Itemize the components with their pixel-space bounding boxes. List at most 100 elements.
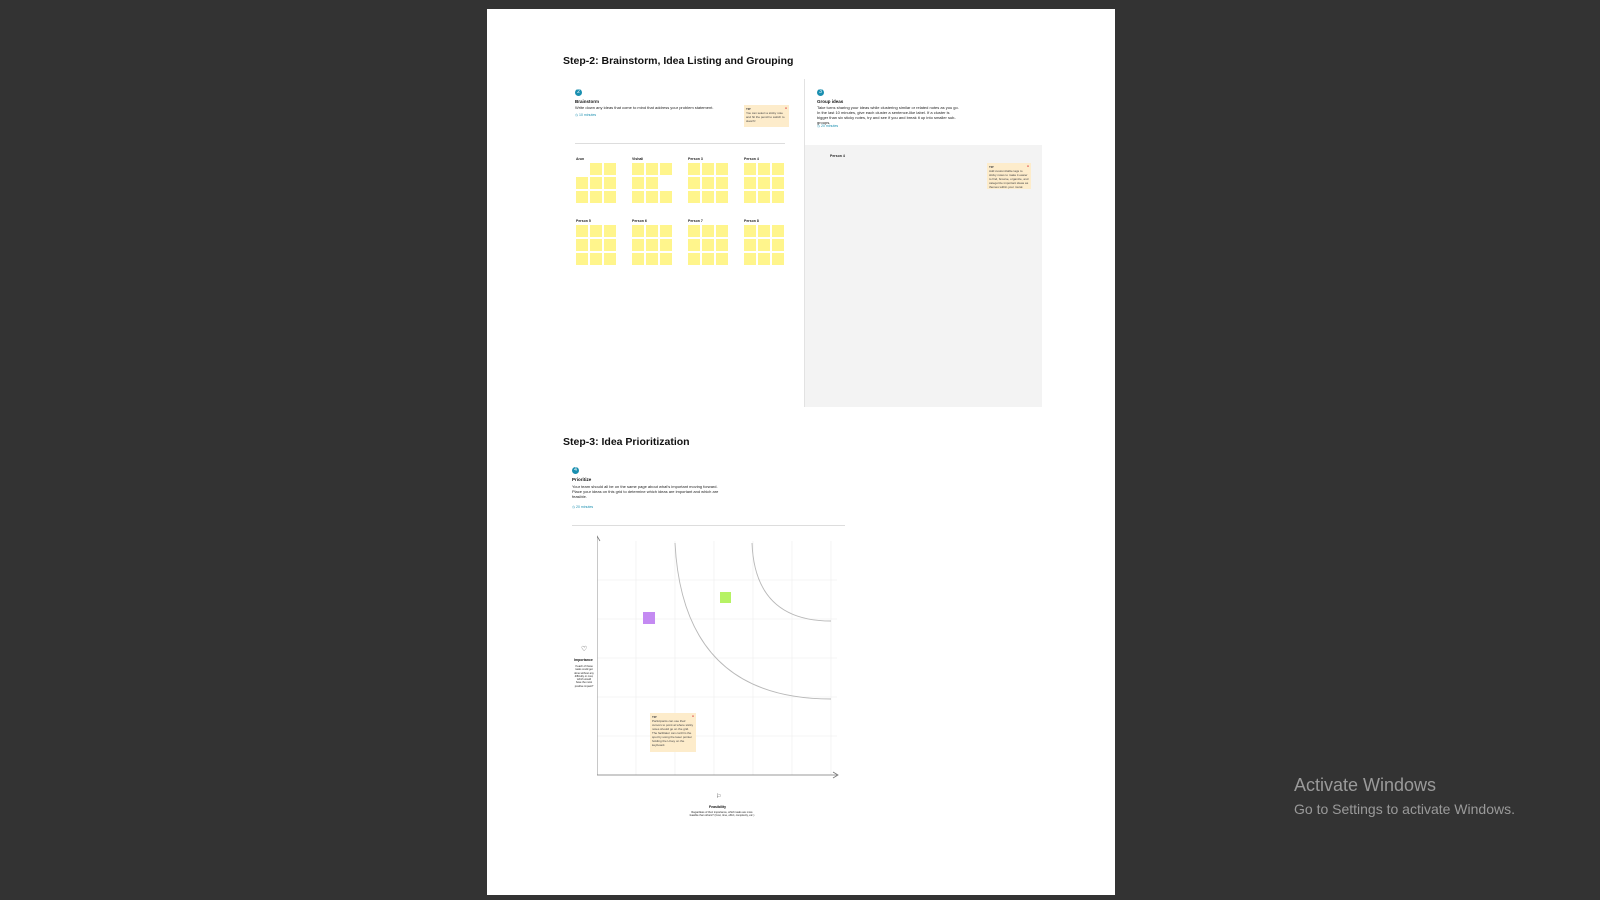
sticky-note[interactable] — [646, 239, 658, 251]
sticky-note[interactable] — [590, 191, 602, 203]
sticky-note[interactable] — [702, 177, 714, 189]
sticky-note[interactable] — [772, 225, 784, 237]
sticky-grid-person-6 — [632, 225, 672, 265]
sticky-note[interactable] — [660, 253, 672, 265]
sticky-note[interactable] — [632, 253, 644, 265]
sticky-grid-person-5 — [576, 225, 616, 265]
importance-description: If each of these tasks could get done wi… — [574, 665, 594, 688]
sticky-note[interactable] — [590, 163, 602, 175]
sticky-note[interactable] — [604, 177, 616, 189]
sticky-note[interactable] — [688, 163, 700, 175]
sticky-note[interactable] — [758, 225, 770, 237]
sticky-note[interactable] — [660, 225, 672, 237]
canvas-note-label: Person 4 — [830, 154, 845, 158]
person-label: Person 8 — [744, 219, 759, 223]
sticky-note[interactable] — [688, 253, 700, 265]
sticky-note[interactable] — [688, 191, 700, 203]
sticky-grid-person-4 — [744, 163, 784, 203]
placed-sticky-purple[interactable] — [643, 612, 655, 624]
tip-mark-icon: ● — [691, 714, 694, 718]
sticky-note[interactable] — [758, 253, 770, 265]
y-axis-arrow-icon — [597, 535, 601, 542]
sticky-note[interactable] — [772, 177, 784, 189]
sticky-note[interactable] — [716, 225, 728, 237]
sticky-grid-person-8 — [744, 225, 784, 265]
sticky-note[interactable] — [604, 239, 616, 251]
sticky-note[interactable] — [590, 239, 602, 251]
sticky-note[interactable] — [772, 239, 784, 251]
sticky-note[interactable] — [604, 253, 616, 265]
sticky-note[interactable] — [702, 239, 714, 251]
sticky-note[interactable] — [660, 191, 672, 203]
sticky-note[interactable] — [604, 191, 616, 203]
sticky-note[interactable] — [772, 163, 784, 175]
sticky-note[interactable] — [758, 191, 770, 203]
priority-curve-inner — [674, 542, 832, 700]
sticky-note[interactable] — [744, 253, 756, 265]
sticky-note[interactable] — [744, 163, 756, 175]
sticky-note[interactable] — [758, 177, 770, 189]
sticky-note[interactable] — [702, 225, 714, 237]
brainstorm-time: 10 minutes — [579, 113, 597, 117]
sticky-note[interactable] — [632, 163, 644, 175]
sticky-note[interactable] — [688, 239, 700, 251]
sticky-note[interactable] — [590, 177, 602, 189]
sticky-note[interactable] — [646, 191, 658, 203]
group-tip-note[interactable]: TIP Add customizable tags to sticky note… — [987, 163, 1031, 189]
sticky-note[interactable] — [576, 253, 588, 265]
sticky-note[interactable] — [604, 163, 616, 175]
sticky-note[interactable] — [632, 191, 644, 203]
empty-slot — [576, 163, 588, 175]
brainstorm-tip-note[interactable]: TIP You can select a sticky note and hit… — [744, 105, 789, 127]
sticky-note[interactable] — [772, 253, 784, 265]
sticky-note[interactable] — [576, 191, 588, 203]
person-label: Person 5 — [576, 219, 591, 223]
activate-windows-subtitle: Go to Settings to activate Windows. — [1294, 801, 1515, 817]
sticky-note[interactable] — [744, 177, 756, 189]
sticky-note[interactable] — [632, 177, 644, 189]
sticky-note[interactable] — [702, 191, 714, 203]
sticky-note[interactable] — [702, 163, 714, 175]
sticky-note[interactable] — [576, 225, 588, 237]
person-label: Vishali — [632, 157, 644, 161]
prioritization-grid[interactable] — [597, 529, 853, 789]
step2-heading: Step-2: Brainstorm, Idea Listing and Gro… — [563, 55, 794, 67]
sticky-note[interactable] — [590, 225, 602, 237]
sticky-note[interactable] — [646, 177, 658, 189]
sticky-note[interactable] — [660, 163, 672, 175]
sticky-note[interactable] — [646, 253, 658, 265]
sticky-note[interactable] — [576, 177, 588, 189]
sticky-note[interactable] — [716, 177, 728, 189]
group-ideas-timer: ◷ 20 minutes — [817, 124, 839, 128]
brainstorm-description: Write down any ideas that come to mind t… — [575, 105, 714, 110]
sticky-note[interactable] — [716, 253, 728, 265]
sticky-note[interactable] — [632, 239, 644, 251]
sticky-note[interactable] — [758, 163, 770, 175]
sticky-note[interactable] — [758, 239, 770, 251]
sticky-note[interactable] — [632, 225, 644, 237]
sticky-note[interactable] — [716, 163, 728, 175]
sticky-note[interactable] — [744, 225, 756, 237]
tip-text: Add customizable tags to sticky notes to… — [989, 169, 1029, 189]
sticky-note[interactable] — [688, 225, 700, 237]
sticky-note[interactable] — [772, 191, 784, 203]
sticky-note[interactable] — [576, 239, 588, 251]
sticky-note[interactable] — [744, 191, 756, 203]
brainstorm-title: Brainstorm — [575, 99, 600, 104]
sticky-note[interactable] — [716, 239, 728, 251]
sticky-note[interactable] — [688, 177, 700, 189]
sticky-note[interactable] — [660, 239, 672, 251]
sticky-note[interactable] — [590, 253, 602, 265]
divider — [575, 143, 785, 144]
divider — [572, 525, 845, 526]
sticky-note[interactable] — [716, 191, 728, 203]
sticky-note[interactable] — [646, 163, 658, 175]
step-number-badge: 3 — [817, 89, 824, 96]
flag-icon: ⚐ — [716, 794, 722, 800]
prioritize-tip-note[interactable]: TIP Participants can use their cursors t… — [650, 713, 696, 752]
placed-sticky-green[interactable] — [720, 592, 731, 603]
sticky-note[interactable] — [646, 225, 658, 237]
sticky-note[interactable] — [702, 253, 714, 265]
sticky-note[interactable] — [604, 225, 616, 237]
sticky-note[interactable] — [744, 239, 756, 251]
